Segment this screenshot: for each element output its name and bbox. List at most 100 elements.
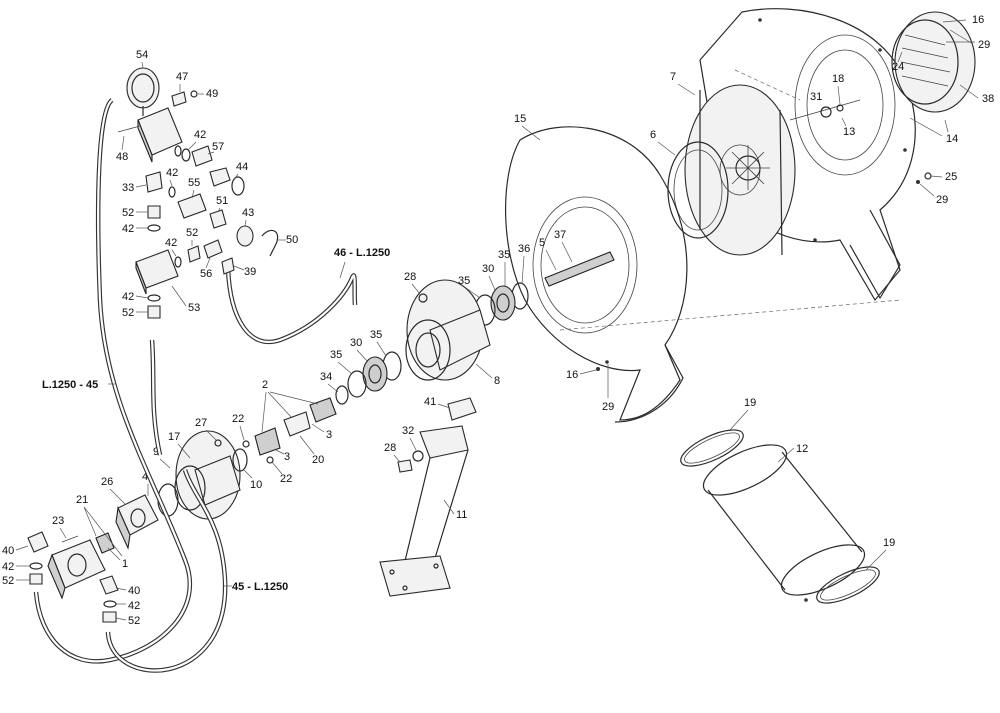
label-29a: 29 xyxy=(978,39,990,51)
label-42g: 42 xyxy=(128,600,140,612)
gear-pump-21 xyxy=(47,532,115,600)
label-29c: 29 xyxy=(602,401,614,413)
label-41: 41 xyxy=(424,396,436,408)
label-54: 54 xyxy=(136,49,148,61)
label-45a: L.1250 - 45 xyxy=(42,379,98,391)
label-40b: 40 xyxy=(128,585,140,597)
label-18: 18 xyxy=(832,73,844,85)
label-4: 4 xyxy=(142,471,148,483)
label-23: 23 xyxy=(52,515,64,527)
label-48: 48 xyxy=(116,151,128,163)
label-47: 47 xyxy=(176,71,188,83)
label-55: 55 xyxy=(188,177,200,189)
label-44: 44 xyxy=(236,161,248,173)
label-31: 31 xyxy=(810,91,822,103)
label-17: 17 xyxy=(168,431,180,443)
label-35c: 35 xyxy=(370,329,382,341)
bearing-stack-upper xyxy=(474,282,529,326)
label-14: 14 xyxy=(946,133,958,145)
gauge-54 xyxy=(126,67,160,116)
duct-12 xyxy=(702,444,866,596)
label-34: 34 xyxy=(320,371,332,383)
label-57: 57 xyxy=(212,141,224,153)
label-29b: 29 xyxy=(936,194,948,206)
hose-45-left xyxy=(33,98,193,664)
label-24: 24 xyxy=(892,61,904,73)
label-36: 36 xyxy=(518,243,530,255)
label-49: 49 xyxy=(206,88,218,100)
label-21: 21 xyxy=(76,494,88,506)
impeller-star xyxy=(726,145,770,190)
label-38: 38 xyxy=(982,93,994,105)
label-33: 33 xyxy=(122,182,134,194)
label-37: 37 xyxy=(554,229,566,241)
label-42e: 42 xyxy=(122,291,134,303)
label-32: 32 xyxy=(402,425,414,437)
label-52a: 52 xyxy=(122,207,134,219)
hose-45-right xyxy=(105,469,228,673)
label-16b: 16 xyxy=(566,369,578,381)
label-30a: 30 xyxy=(482,263,494,275)
label-20: 20 xyxy=(312,454,324,466)
label-42f: 42 xyxy=(2,561,14,573)
label-26: 26 xyxy=(101,476,113,488)
label-50: 50 xyxy=(286,234,298,246)
fitting-40a xyxy=(27,531,49,553)
distributor-block-53 xyxy=(135,249,179,295)
label-28b: 28 xyxy=(384,442,396,454)
label-52d: 52 xyxy=(2,575,14,587)
label-42b: 42 xyxy=(166,167,178,179)
label-56: 56 xyxy=(200,268,212,280)
label-51: 51 xyxy=(216,195,228,207)
label-39: 39 xyxy=(244,266,256,278)
clamp-19-top xyxy=(680,429,744,467)
label-13: 13 xyxy=(843,126,855,138)
label-46: 46 - L.1250 xyxy=(334,247,390,259)
label-42a: 42 xyxy=(194,129,206,141)
label-35d: 35 xyxy=(330,349,342,361)
label-19b: 19 xyxy=(883,537,895,549)
label-6: 6 xyxy=(650,129,656,141)
back-plate-15 xyxy=(505,126,901,423)
label-42c: 42 xyxy=(122,223,134,235)
label-27: 27 xyxy=(195,417,207,429)
label-45b: 45 - L.1250 xyxy=(232,581,288,593)
label-28a: 28 xyxy=(404,271,416,283)
inlet-ring-38 xyxy=(891,11,976,113)
label-7: 7 xyxy=(670,71,676,83)
label-22a: 22 xyxy=(232,413,244,425)
bearing-stack-lower xyxy=(335,351,402,405)
label-42d: 42 xyxy=(165,237,177,249)
pump-block-26 xyxy=(115,494,159,550)
bearing-housing-8 xyxy=(405,279,491,381)
label-1: 1 xyxy=(122,558,128,570)
label-15: 15 xyxy=(514,113,526,125)
label-19a: 19 xyxy=(744,397,756,409)
label-35a: 35 xyxy=(498,249,510,261)
label-10: 10 xyxy=(250,479,262,491)
label-3a: 3 xyxy=(326,429,332,441)
label-53: 53 xyxy=(188,302,200,314)
label-16a: 16 xyxy=(972,14,984,26)
label-5: 5 xyxy=(539,237,545,249)
label-8: 8 xyxy=(494,375,500,387)
label-11: 11 xyxy=(456,509,467,521)
stand-11 xyxy=(379,425,469,597)
label-3b: 3 xyxy=(284,451,290,463)
label-12: 12 xyxy=(796,443,808,455)
coupling-assembly xyxy=(254,397,337,456)
hose-46 xyxy=(225,267,358,344)
label-52e: 52 xyxy=(128,615,140,627)
motor-plate-7 xyxy=(684,84,796,256)
pump-flange-17 xyxy=(174,430,241,520)
hose-52-mid xyxy=(149,339,163,456)
label-22b: 22 xyxy=(280,473,292,485)
label-43: 43 xyxy=(242,207,254,219)
label-52b: 52 xyxy=(186,227,198,239)
valve-block xyxy=(137,107,183,163)
label-9: 9 xyxy=(153,446,159,458)
label-30b: 30 xyxy=(350,337,362,349)
label-25: 25 xyxy=(945,171,957,183)
